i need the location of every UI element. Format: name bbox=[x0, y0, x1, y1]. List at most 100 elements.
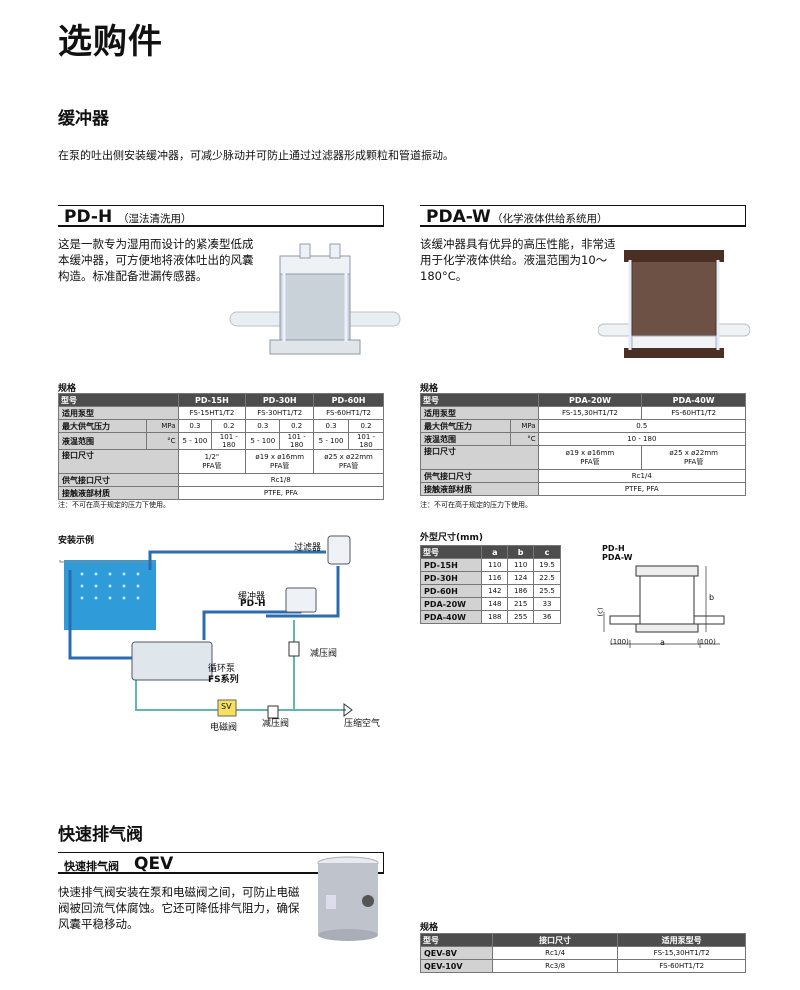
table-row: 液温范围 °C 5 - 100 101 - 180 5 - 100 101 - … bbox=[58, 432, 384, 450]
label-dampener-model: PD-H bbox=[240, 599, 266, 609]
cell: 101 - 180 bbox=[348, 432, 384, 450]
cell: 1/2"PFA管 bbox=[177, 449, 247, 474]
page-title: 选购件 bbox=[58, 22, 163, 62]
section-heading-qev: 快速排气阀 bbox=[58, 825, 143, 845]
table-row: 最大供气压力 MPa 0.3 0.2 0.3 0.2 0.3 0.2 bbox=[58, 419, 384, 433]
row-label: 供气接口尺寸 bbox=[58, 473, 179, 487]
qev-desc: 快速排气阀安装在泵和电磁阀之间，可防止电磁阀被回流气体腐蚀。它还可降低排气阻力，… bbox=[58, 885, 300, 931]
cell: FS-15,30HT1/T2 bbox=[537, 406, 643, 420]
cell: 0.3 bbox=[177, 419, 213, 433]
product-subtitle-pdh: （湿法清洗用） bbox=[118, 213, 192, 225]
header-pump: 适用泵型号 bbox=[617, 933, 746, 947]
header-pd60h: PD-60H bbox=[313, 393, 384, 407]
header-pd15h: PD-15H bbox=[177, 393, 247, 407]
dim-100-right: (100) bbox=[697, 638, 716, 646]
spec-caption-pdaw: 规格 bbox=[420, 384, 439, 394]
table-row: 供气接口尺寸 Rc1/8 bbox=[58, 473, 384, 487]
dim-b: b bbox=[709, 593, 715, 602]
product-desc-pdh: 这是一款专为湿用而设计的紧凑型低成本缓冲器，可方便地将液体吐出的风囊构造。标准配… bbox=[58, 237, 254, 283]
cell: 0.5 bbox=[537, 419, 747, 433]
header-port: 接口尺寸 bbox=[491, 933, 619, 947]
pdh-product-image bbox=[229, 243, 401, 355]
row-label: 接口尺寸 bbox=[58, 449, 179, 474]
row-label: 适用泵型 bbox=[420, 406, 539, 420]
header-model: 型号 bbox=[419, 545, 483, 559]
install-diagram bbox=[59, 535, 353, 719]
cell: 5 - 100 bbox=[313, 432, 350, 450]
label-reducer-1: 减压阀 bbox=[310, 649, 338, 659]
product-box-pdh: PD-H （湿法清洗用） bbox=[58, 205, 384, 227]
install-caption: 安装示例 bbox=[58, 536, 95, 546]
table-header: 型号 接口尺寸 适用泵型号 bbox=[420, 933, 746, 947]
label-reducer-2: 减压阀 bbox=[262, 719, 290, 729]
dim-100-left: (100) bbox=[610, 638, 629, 646]
qev-box-label: 快速排气阀 bbox=[64, 860, 119, 873]
header-pda20w: PDA-20W bbox=[537, 393, 643, 407]
row-label: 供气接口尺寸 bbox=[420, 469, 539, 483]
spec-table-pdh: 型号 PD-15H PD-30H PD-60H 适用泵型 FS-15HT1/T2… bbox=[58, 393, 384, 500]
pdaw-product-image bbox=[598, 250, 750, 358]
cell: Rc1/8 bbox=[177, 473, 384, 487]
cell: FS-15HT1/T2 bbox=[177, 406, 247, 420]
product-name-pdaw: PDA-W bbox=[426, 207, 491, 227]
dims-caption: 外型尺寸(mm) bbox=[420, 533, 483, 543]
header-model: 型号 bbox=[420, 933, 493, 947]
header-c: c bbox=[533, 545, 561, 559]
table-header: 型号 PD-15H PD-30H PD-60H bbox=[58, 393, 384, 407]
table-row: 供气接口尺寸 Rc1/4 bbox=[420, 469, 747, 483]
table-row: 接触液部材质 PTFE, PFA bbox=[420, 482, 747, 496]
qev-box-name: QEV bbox=[134, 854, 174, 874]
dim-a: a bbox=[660, 638, 665, 647]
qev-spec-caption: 规格 bbox=[420, 923, 439, 933]
header-pd30h: PD-30H bbox=[245, 393, 315, 407]
label-pump: 循环泵 bbox=[208, 664, 236, 674]
cell: 101 - 180 bbox=[279, 432, 315, 450]
product-box-pdaw: PDA-W （化学液体供给系统用） bbox=[420, 205, 746, 227]
row-label: 最大供气压力 bbox=[420, 419, 511, 433]
product-subtitle-pdaw: （化学液体供给系统用） bbox=[492, 213, 608, 225]
label-sv: SV bbox=[221, 702, 232, 711]
table-row: 接触液部材质 PTFE, PFA bbox=[58, 486, 384, 500]
row-unit: °C bbox=[509, 432, 539, 446]
section-heading-dampener: 缓冲器 bbox=[58, 109, 109, 129]
header-model: 型号 bbox=[420, 393, 539, 407]
header-model: 型号 bbox=[58, 393, 179, 407]
label-solenoid: 电磁阀 bbox=[210, 723, 238, 733]
dim-c: (c) bbox=[596, 607, 605, 617]
table-row: 液温范围 °C 10 - 180 bbox=[420, 432, 747, 446]
cell: FS-60HT1/T2 bbox=[641, 406, 746, 420]
table-header: 型号 PDA-20W PDA-40W bbox=[420, 393, 746, 407]
row-unit: °C bbox=[145, 432, 179, 450]
header-pda40w: PDA-40W bbox=[641, 393, 746, 407]
cell: Rc1/4 bbox=[537, 469, 747, 483]
table-row: 适用泵型 FS-15HT1/T2 FS-30HT1/T2 FS-60HT1/T2 bbox=[58, 406, 384, 420]
header-a: a bbox=[481, 545, 509, 559]
cell: 5 - 100 bbox=[177, 432, 213, 450]
row-unit: MPa bbox=[509, 419, 539, 433]
cell: 0.3 bbox=[313, 419, 350, 433]
row-label: 接触液部材质 bbox=[58, 486, 179, 500]
cell: 0.2 bbox=[211, 419, 247, 433]
cell: 5 - 100 bbox=[245, 432, 281, 450]
cell: 101 - 180 bbox=[211, 432, 247, 450]
row-label: 接口尺寸 bbox=[420, 445, 539, 470]
spec-table-pdaw: 型号 PDA-20W PDA-40W 适用泵型 FS-15,30HT1/T2 F… bbox=[420, 393, 747, 496]
cell: PTFE, PFA bbox=[537, 482, 747, 496]
drawing-label-pdh: PD-H bbox=[602, 544, 625, 553]
cell: 10 - 180 bbox=[537, 432, 747, 446]
cell: FS-60HT1/T2 bbox=[313, 406, 384, 420]
table-header: 型号 a b c bbox=[419, 545, 561, 559]
label-pump-series: FS系列 bbox=[208, 675, 239, 685]
